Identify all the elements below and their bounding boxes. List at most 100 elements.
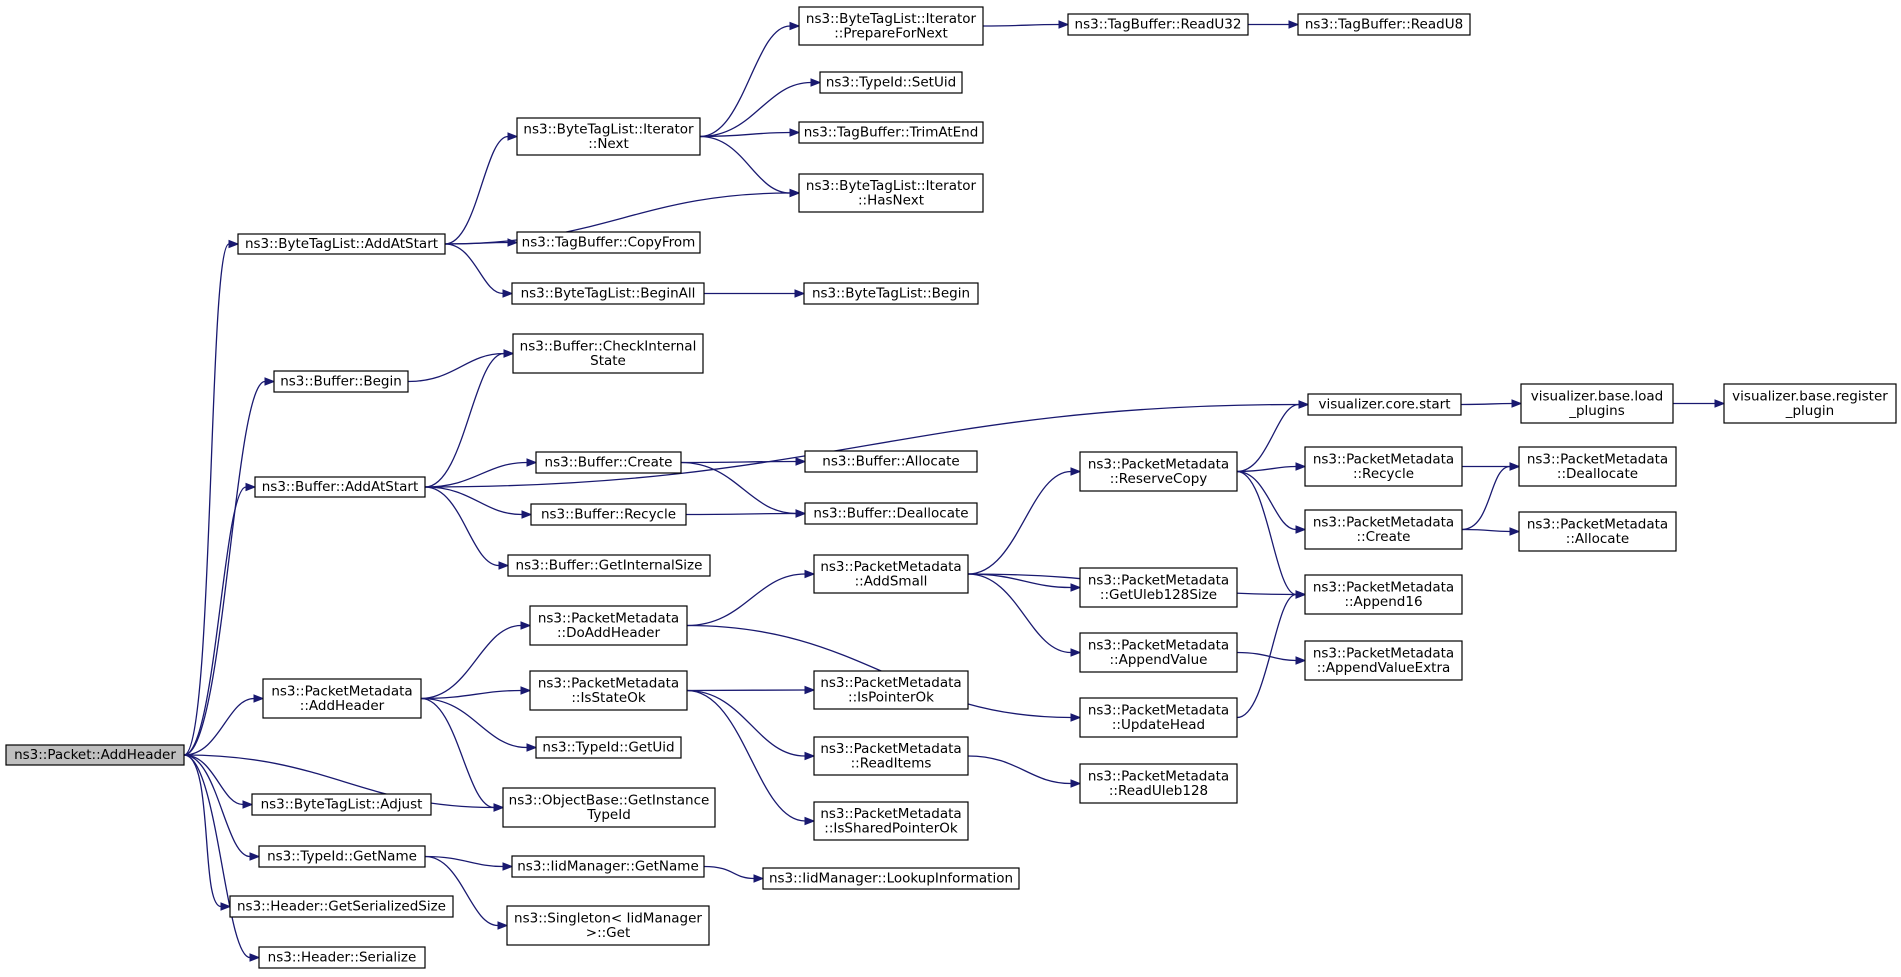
node-buf-addatstart[interactable]: ns3::Buffer::AddAtStart: [254, 476, 426, 498]
node-buf-deallocate[interactable]: ns3::Buffer::Deallocate: [804, 502, 978, 525]
node-pm-doaddheader[interactable]: ns3::PacketMetadata::DoAddHeader: [529, 605, 688, 646]
node-singleton-get[interactable]: ns3::Singleton< IidManager>::Get: [506, 905, 710, 946]
node-pm-recycle[interactable]: ns3::PacketMetadata::Recycle: [1304, 446, 1463, 487]
node-pm-appendvalueextra[interactable]: ns3::PacketMetadata::AppendValueExtra: [1304, 640, 1463, 681]
node-box: [1518, 446, 1677, 487]
node-vis-core-start[interactable]: visualizer.core.start: [1307, 393, 1462, 416]
edge-buf-begin-to-buf-checkinternal: [407, 349, 515, 383]
node-tb-readu32[interactable]: ns3::TagBuffer::ReadU32: [1067, 13, 1249, 36]
edge-arrowhead: [521, 510, 533, 519]
node-hdr-getsize[interactable]: ns3::Header::GetSerializedSize: [229, 895, 454, 918]
node-pm-deallocate[interactable]: ns3::PacketMetadata::Deallocate: [1518, 446, 1677, 487]
node-vis-base-register[interactable]: visualizer.base.register_plugin: [1723, 383, 1897, 424]
node-box: [798, 121, 984, 144]
edge-line: [183, 486, 247, 756]
edge-line: [699, 131, 791, 138]
node-pm-getuleb128size[interactable]: ns3::PacketMetadata::GetUleb128Size: [1079, 567, 1238, 608]
edge-vis-core-start-to-vis-base-load: [1460, 399, 1523, 408]
node-tid-getname[interactable]: ns3::TypeId::GetName: [258, 845, 426, 868]
edge-tid-getname-to-singleton-get: [424, 855, 509, 930]
node-label: ns3::IidManager::GetName: [517, 859, 699, 875]
node-box: [516, 231, 701, 254]
node-iid-lookup[interactable]: ns3::IidManager::LookupInformation: [762, 867, 1020, 890]
node-pm-readuleb128[interactable]: ns3::PacketMetadata::ReadUleb128: [1079, 763, 1238, 804]
node-label: ::AppendValue: [1110, 652, 1208, 668]
node-iid-getname[interactable]: ns3::IidManager::GetName: [511, 855, 705, 878]
edge-arrowhead: [753, 874, 765, 883]
node-box: [535, 451, 682, 474]
edge-arrowhead: [1070, 583, 1082, 592]
node-box: [813, 670, 969, 710]
node-pm-isstateok[interactable]: ns3::PacketMetadata::IsStateOk: [529, 670, 688, 711]
node-btl-addatstart[interactable]: ns3::ByteTagList::AddAtStart: [237, 233, 446, 255]
edge-pm-doaddheader-to-pm-addsmall: [686, 569, 816, 627]
node-label: _plugins: [1568, 403, 1625, 419]
node-label: ns3::ByteTagList::Begin: [812, 286, 970, 302]
node-buf-recycle[interactable]: ns3::Buffer::Recycle: [530, 503, 687, 526]
edge-arrowhead: [507, 132, 519, 141]
node-label: ns3::ByteTagList::Adjust: [261, 797, 423, 813]
edge-line: [444, 243, 504, 295]
node-label: ns3::PacketMetadata: [538, 610, 679, 626]
node-box: [798, 173, 984, 213]
node-buf-begin[interactable]: ns3::Buffer::Begin: [273, 370, 409, 393]
node-label: ns3::PacketMetadata: [1313, 645, 1454, 661]
edge-pm-addheader-to-pm-doaddheader: [420, 621, 532, 700]
edge-iid-getname-to-iid-lookup: [703, 865, 765, 883]
node-label: ::UpdateHead: [1112, 717, 1205, 733]
node-pm-reservecopy[interactable]: ns3::PacketMetadata::ReserveCopy: [1079, 451, 1238, 492]
edge-arrowhead: [1295, 656, 1307, 665]
edge-line: [967, 755, 1072, 785]
node-pm-addsmall[interactable]: ns3::PacketMetadata::AddSmall: [813, 554, 969, 594]
node-pm-allocate[interactable]: ns3::PacketMetadata::Allocate: [1518, 511, 1677, 552]
edge-arrowhead: [804, 751, 816, 761]
node-hdr-serialize[interactable]: ns3::Header::Serialize: [258, 946, 426, 969]
edge-arrowhead: [789, 128, 801, 137]
node-tb-readu8[interactable]: ns3::TagBuffer::ReadU8: [1297, 13, 1471, 36]
node-pm-readitems[interactable]: ns3::PacketMetadata::ReadItems: [813, 736, 969, 776]
node-box: [229, 895, 454, 918]
node-box: [1079, 632, 1238, 673]
node-btl-beginall[interactable]: ns3::ByteTagList::BeginAll: [511, 282, 705, 305]
edge-arrowhead: [1070, 648, 1082, 657]
node-tb-trimatend[interactable]: ns3::TagBuffer::TrimAtEnd: [798, 121, 984, 144]
node-btl-adjust[interactable]: ns3::ByteTagList::Adjust: [251, 793, 432, 816]
edge-line: [685, 512, 797, 516]
node-label: visualizer.base.load: [1531, 388, 1663, 404]
node-buf-getinternalsize[interactable]: ns3::Buffer::GetInternalSize: [507, 554, 711, 577]
edge-pm-isstateok-to-pm-ispointerok: [686, 685, 816, 695]
node-box: [1520, 383, 1674, 424]
node-pm-append16[interactable]: ns3::PacketMetadata::Append16: [1304, 574, 1463, 615]
node-label: ::AppendValueExtra: [1317, 660, 1451, 676]
node-pm-issharedpointerok[interactable]: ns3::PacketMetadata::IsSharedPointerOk: [813, 801, 969, 841]
node-tid-setuid[interactable]: ns3::TypeId::SetUid: [819, 71, 963, 94]
edge-pm-create-to-pm-deallocate: [1461, 462, 1521, 531]
node-it-next[interactable]: ns3::ByteTagList::Iterator::Next: [516, 117, 701, 156]
node-label: ns3::PacketMetadata: [538, 675, 679, 691]
edge-arrowhead: [789, 21, 801, 31]
node-it-preparefornext[interactable]: ns3::ByteTagList::Iterator::PrepareForNe…: [798, 6, 984, 46]
edge-line: [967, 573, 1072, 589]
node-btl-begin[interactable]: ns3::ByteTagList::Begin: [803, 282, 979, 305]
node-box: [529, 605, 688, 646]
node-vis-base-load[interactable]: visualizer.base.load_plugins: [1520, 383, 1674, 424]
node-pm-create[interactable]: ns3::PacketMetadata::Create: [1304, 509, 1463, 550]
node-root[interactable]: ns3::Packet::AddHeader: [5, 744, 185, 766]
node-tb-copyfrom[interactable]: ns3::TagBuffer::CopyFrom: [516, 231, 701, 254]
edge-arrowhead: [526, 743, 538, 752]
node-box: [502, 787, 716, 828]
node-tid-getuid[interactable]: ns3::TypeId::GetUid: [535, 736, 682, 759]
edge-it-next-to-it-hasnext: [699, 135, 801, 198]
node-buf-allocate[interactable]: ns3::Buffer::Allocate: [804, 450, 978, 473]
node-pm-ispointerok[interactable]: ns3::PacketMetadata::IsPointerOk: [813, 670, 969, 710]
node-box: [512, 333, 704, 374]
node-pm-addheader[interactable]: ns3::PacketMetadata::AddHeader: [262, 678, 422, 719]
node-buf-create[interactable]: ns3::Buffer::Create: [535, 451, 682, 474]
node-pm-appendvalue[interactable]: ns3::PacketMetadata::AppendValue: [1079, 632, 1238, 673]
node-label: ::Append16: [1344, 594, 1422, 610]
node-it-hasnext[interactable]: ns3::ByteTagList::Iterator::HasNext: [798, 173, 984, 213]
node-pm-updatehead[interactable]: ns3::PacketMetadata::UpdateHead: [1079, 697, 1238, 738]
